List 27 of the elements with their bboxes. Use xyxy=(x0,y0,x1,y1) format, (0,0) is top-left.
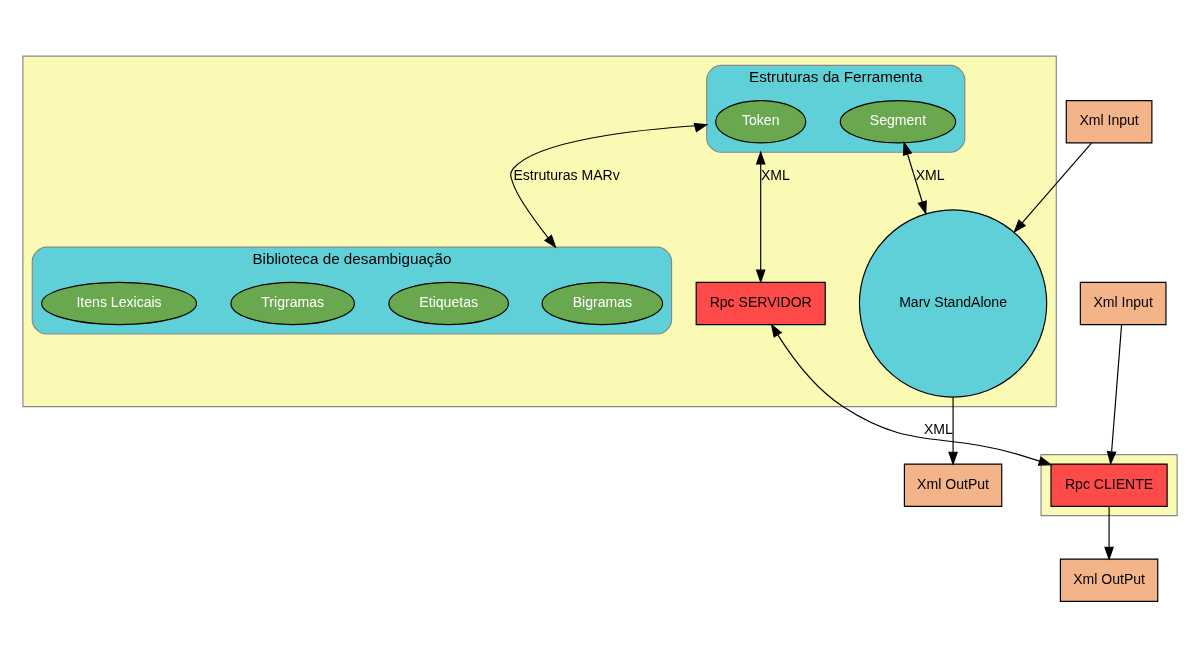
node-box: Xml OutPut xyxy=(903,463,1003,507)
node-ellipse: Token xyxy=(715,100,807,144)
edge-label: Estruturas MARv xyxy=(513,166,620,183)
arrow xyxy=(770,323,1053,466)
node-box: Rpc SERVIDOR xyxy=(695,281,826,326)
edge-label: XML xyxy=(923,421,953,438)
node-ellipse: Bigramas xyxy=(541,281,664,326)
edge-label: XML xyxy=(915,166,945,183)
arrow xyxy=(1013,142,1093,234)
node-box: Xml OutPut xyxy=(1059,558,1159,602)
node-box: Rpc CLIENTE xyxy=(1050,463,1168,507)
node-box: Xml Input xyxy=(1079,281,1167,326)
cluster xyxy=(1040,454,1178,517)
node-ellipse: Trigramas xyxy=(230,281,355,326)
node-box: Xml Input xyxy=(1065,100,1153,144)
arrow xyxy=(755,150,766,284)
arrow xyxy=(902,141,927,216)
node-ellipse: Segment xyxy=(839,100,957,144)
arrow xyxy=(1106,324,1123,466)
arrow xyxy=(948,396,958,466)
node-ellipse: Itens Lexicais xyxy=(41,281,198,326)
arrow xyxy=(1104,505,1114,561)
node-circle: Marv StandAlone xyxy=(858,209,1048,398)
node-ellipse: Etiquetas xyxy=(388,281,510,326)
edge-label: XML xyxy=(760,166,790,183)
cluster xyxy=(22,55,1057,408)
arrow xyxy=(510,122,709,249)
